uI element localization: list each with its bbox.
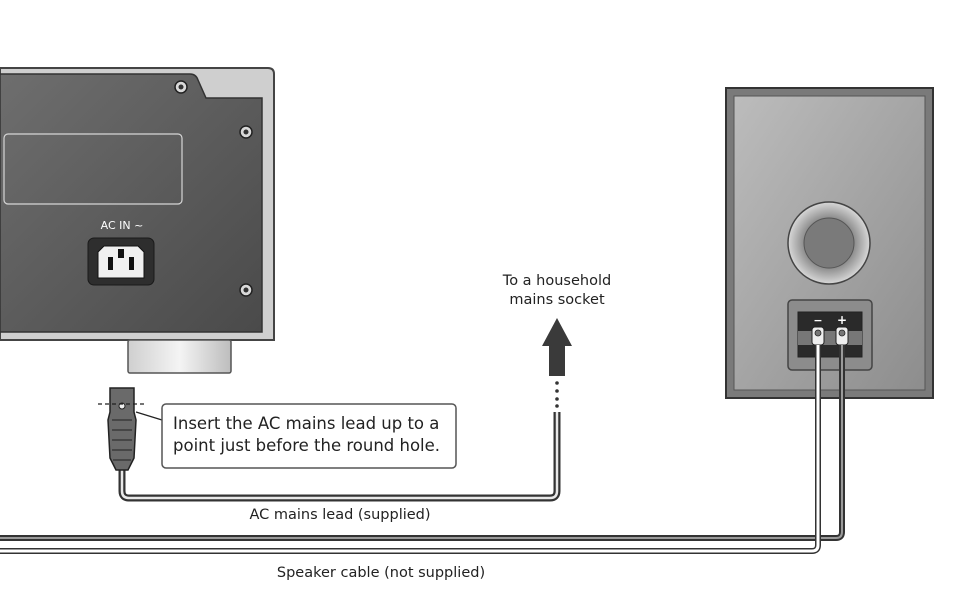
speaker-driver bbox=[787, 201, 871, 285]
main-unit-panel bbox=[0, 73, 263, 333]
terminal-plus-label: + bbox=[837, 313, 847, 327]
screw-icon bbox=[174, 80, 188, 94]
ac-plug bbox=[107, 387, 137, 471]
speaker-cable-label: Speaker cable (not supplied) bbox=[277, 565, 485, 581]
callout-text-line1: Insert the AC mains lead up to a bbox=[173, 414, 439, 433]
arrow-up-icon bbox=[542, 318, 572, 376]
speaker-terminal-minus[interactable] bbox=[811, 326, 825, 346]
speaker-terminal-plus[interactable] bbox=[835, 326, 849, 346]
main-unit: AC IN ~ bbox=[0, 67, 275, 374]
callout-leader-line bbox=[135, 411, 163, 421]
speaker: − + bbox=[725, 87, 934, 399]
terminal-minus-label: − bbox=[813, 314, 822, 327]
ac-in-label: AC IN ~ bbox=[101, 219, 144, 232]
speaker-terminal-panel: − + bbox=[787, 299, 873, 371]
mains-socket-label-line2: mains socket bbox=[509, 292, 605, 308]
ac-lead-label: AC mains lead (supplied) bbox=[249, 507, 430, 523]
screw-icon bbox=[239, 125, 253, 139]
screw-icon bbox=[239, 283, 253, 297]
ac-inlet-socket[interactable] bbox=[87, 237, 155, 286]
ac-mains-lead bbox=[118, 381, 561, 502]
insertion-callout: Insert the AC mains lead up to a point j… bbox=[161, 403, 457, 469]
speaker-cable bbox=[0, 345, 845, 554]
callout-text-line2: point just before the round hole. bbox=[173, 436, 440, 455]
main-unit-foot bbox=[127, 339, 232, 374]
mains-socket-label-line1: To a household bbox=[502, 273, 611, 289]
main-unit-label-window bbox=[3, 133, 183, 205]
